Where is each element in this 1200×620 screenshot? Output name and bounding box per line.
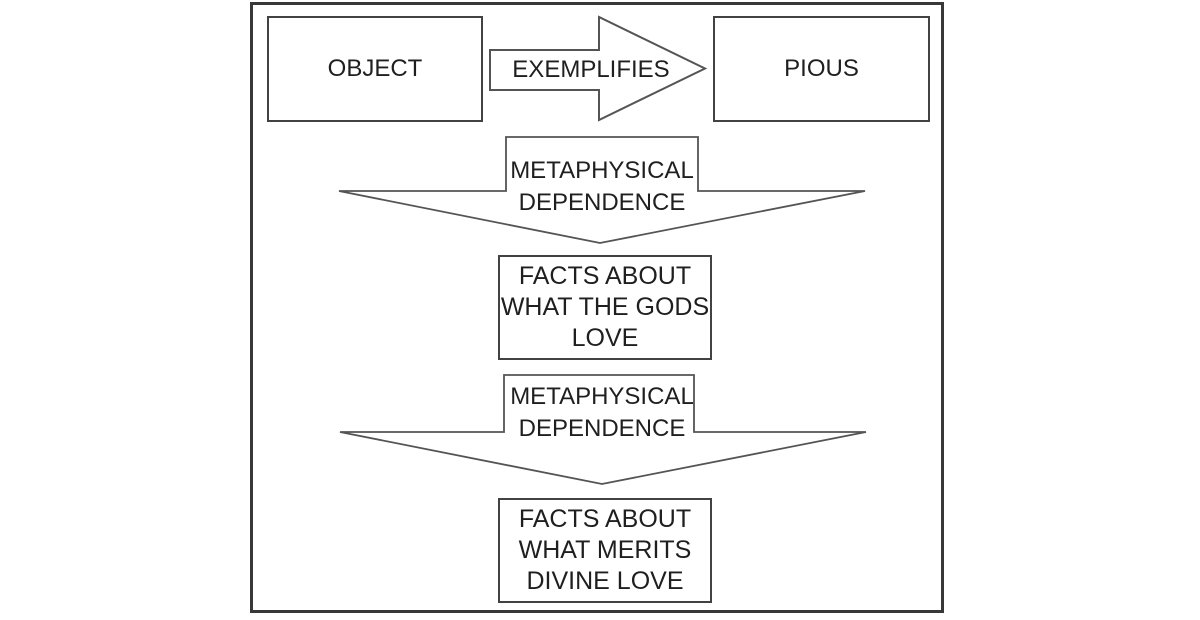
facts-gods-love-line-1: FACTS ABOUT	[518, 262, 692, 290]
facts-gods-love-line-3: LOVE	[571, 324, 639, 352]
dependence-arrow-2-label: METAPHYSICAL DEPENDENCE	[452, 381, 752, 445]
object-box-label: OBJECT	[327, 55, 423, 82]
exemplifies-arrow-label: EXEMPLIFIES	[512, 56, 670, 83]
dependence-arrow-1-line-1: METAPHYSICAL	[510, 157, 694, 184]
facts-gods-love-line-2: WHAT THE GODS	[500, 293, 710, 321]
facts-merits-divine-love-box: FACTS ABOUT WHAT MERITS DIVINE LOVE	[498, 498, 712, 603]
pious-box: PIOUS	[713, 16, 930, 122]
pious-box-label: PIOUS	[784, 55, 859, 82]
dependence-arrow-2-line-2: DEPENDENCE	[518, 415, 686, 442]
facts-merits-line-1: FACTS ABOUT	[518, 505, 692, 533]
dependence-arrow-2-line-1: METAPHYSICAL	[510, 383, 694, 410]
facts-merits-line-3: DIVINE LOVE	[526, 567, 684, 595]
object-box: OBJECT	[267, 16, 483, 122]
dependence-arrow-1-label: METAPHYSICAL DEPENDENCE	[452, 155, 752, 219]
facts-gods-love-box: FACTS ABOUT WHAT THE GODS LOVE	[498, 255, 712, 360]
dependence-arrow-1-line-2: DEPENDENCE	[518, 189, 686, 216]
facts-merits-line-2: WHAT MERITS	[518, 536, 692, 564]
